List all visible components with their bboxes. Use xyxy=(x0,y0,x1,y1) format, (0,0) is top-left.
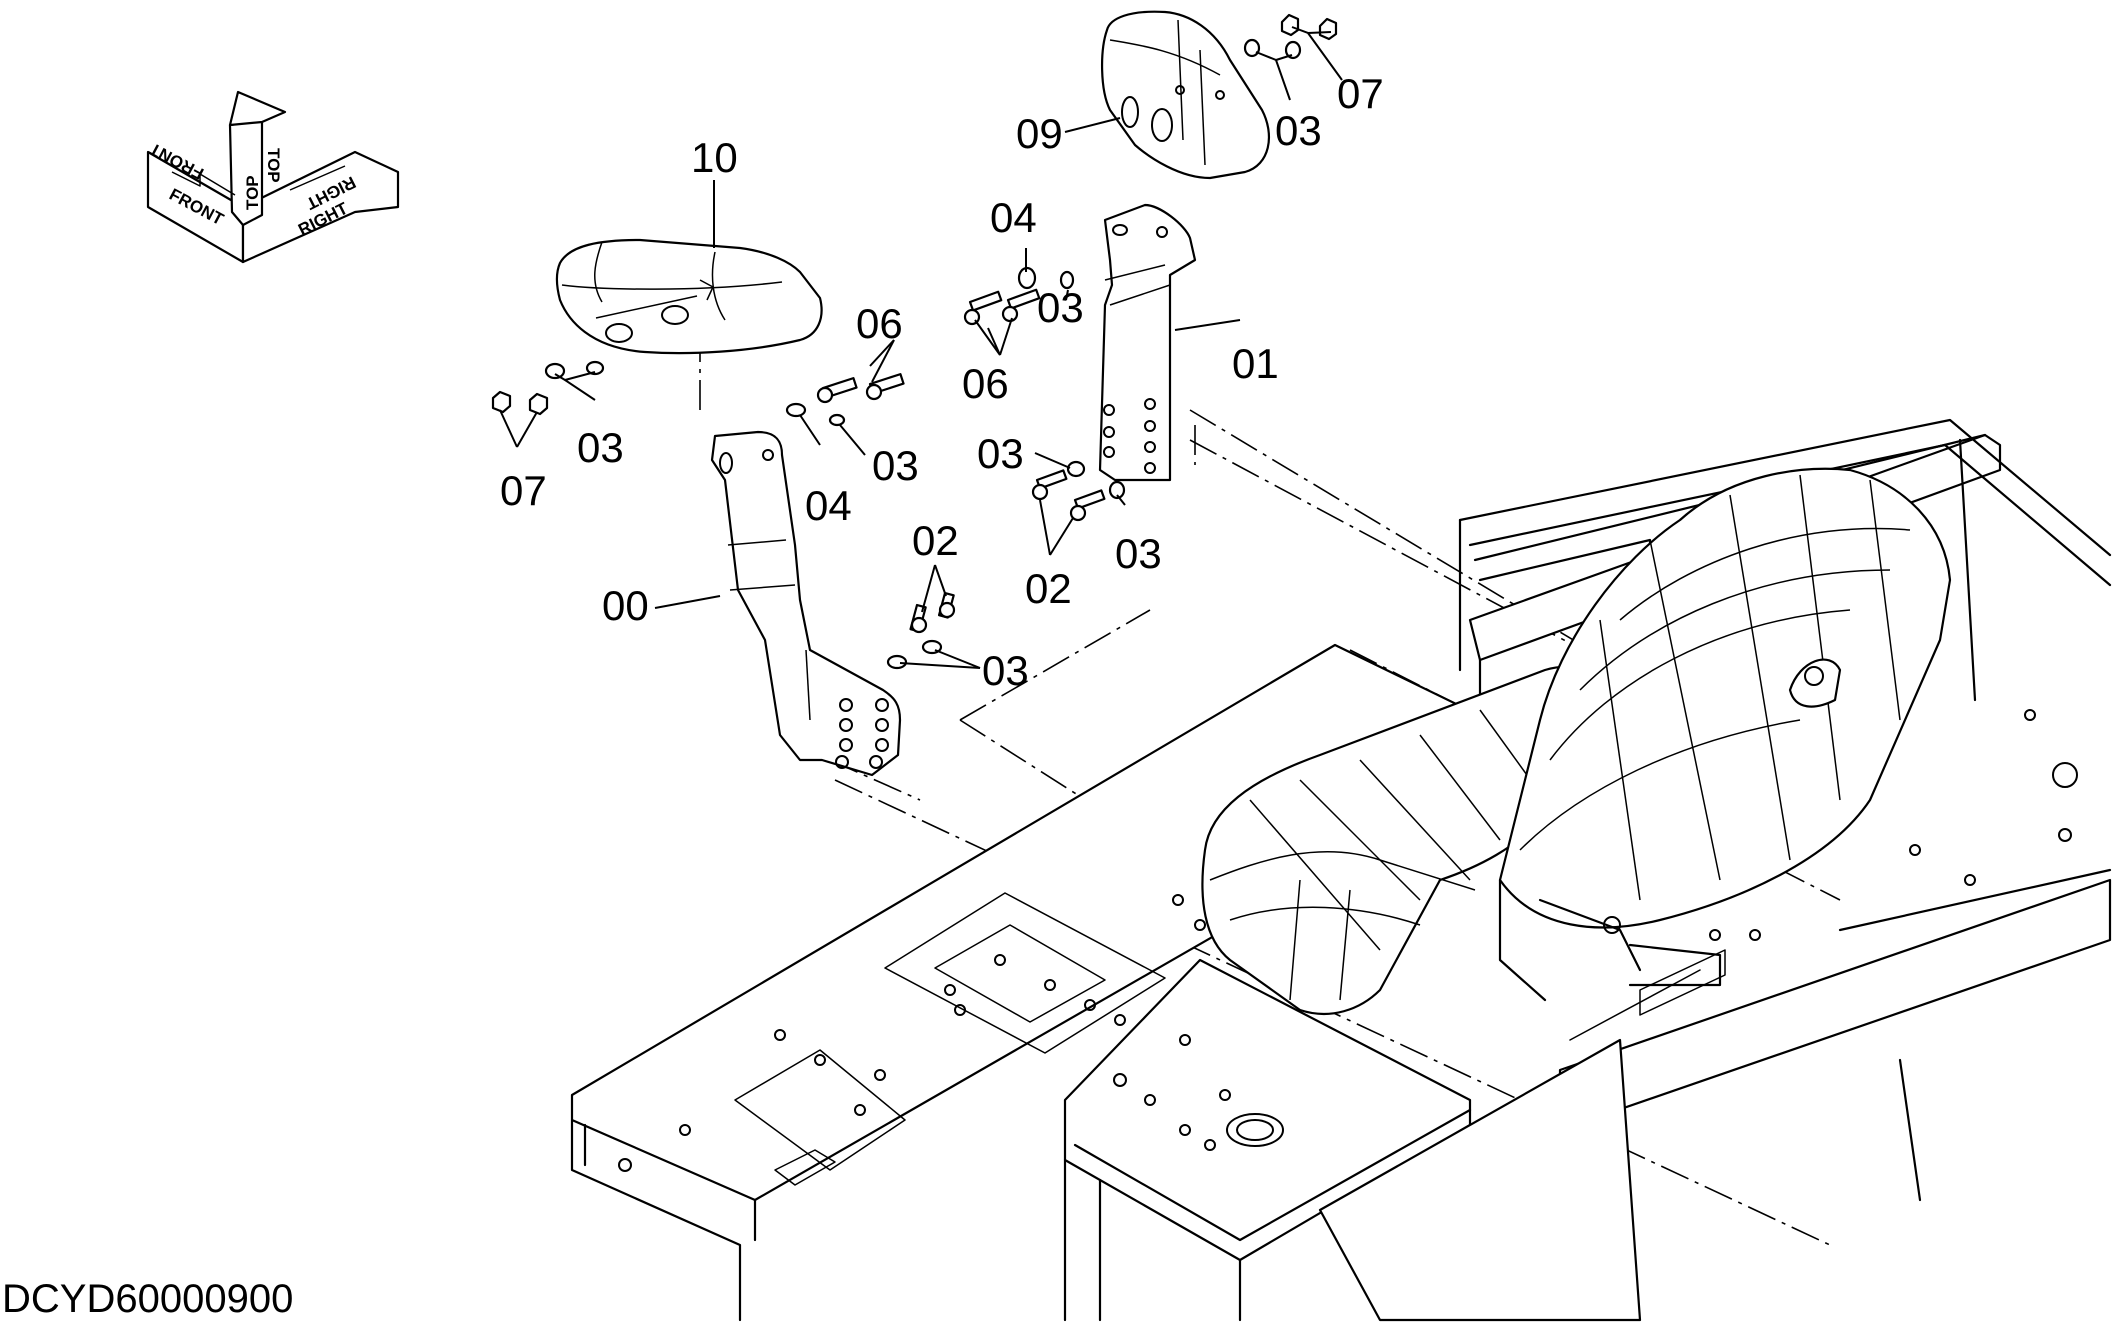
leader-lines xyxy=(499,26,1343,669)
drawing-code: DCYD60000900 xyxy=(2,1277,293,1321)
callout-07-top: 07 xyxy=(1337,70,1384,117)
bolt-06-right-a xyxy=(963,290,1003,326)
bolt-02-left-b xyxy=(937,591,956,619)
callout-09: 09 xyxy=(1016,110,1063,157)
part-09-right-armrest xyxy=(1101,10,1270,180)
callout-03-left-a: 03 xyxy=(577,424,624,471)
callout-07-left: 07 xyxy=(500,467,547,514)
orient-top-label: TOP xyxy=(264,148,283,183)
orientation-indicator: FRONT FRONT TOP TOP RIGHT RIGHT xyxy=(146,90,400,264)
callout-03-left-c: 03 xyxy=(982,647,1029,694)
bolt-02-right-a xyxy=(1031,469,1068,501)
orient-top-label-mirror: TOP xyxy=(243,175,262,210)
callout-03-right-c: 03 xyxy=(1115,530,1162,577)
operator-seat xyxy=(1201,467,1952,1015)
part-01-right-bracket xyxy=(1098,203,1197,482)
callout-02-left: 02 xyxy=(912,517,959,564)
part-10-left-armrest xyxy=(555,238,823,355)
callout-06-left: 06 xyxy=(856,300,903,347)
bolt-02-left-a xyxy=(909,603,928,634)
bolt-06-left-b xyxy=(865,373,905,401)
callout-00: 00 xyxy=(602,582,649,629)
callout-03-left-b: 03 xyxy=(872,442,919,489)
callout-01: 01 xyxy=(1232,340,1279,387)
callout-04-right: 04 xyxy=(990,194,1037,241)
bolt-06-right-b xyxy=(1001,288,1041,323)
callout-04-left: 04 xyxy=(805,482,852,529)
callout-10: 10 xyxy=(691,134,738,181)
callout-03-top: 03 xyxy=(1275,107,1322,154)
callout-03-right-b: 03 xyxy=(977,430,1024,477)
callout-03-right-a: 03 xyxy=(1037,284,1084,331)
callout-02-right: 02 xyxy=(1025,565,1072,612)
bolt-02-right-b xyxy=(1069,489,1106,522)
bolt-06-left-a xyxy=(816,377,858,404)
callout-06-right: 06 xyxy=(962,360,1009,407)
part-00-left-bracket xyxy=(710,430,902,777)
callout-labels: 10 09 07 03 04 03 06 01 03 03 02 06 03 0… xyxy=(500,70,1384,694)
